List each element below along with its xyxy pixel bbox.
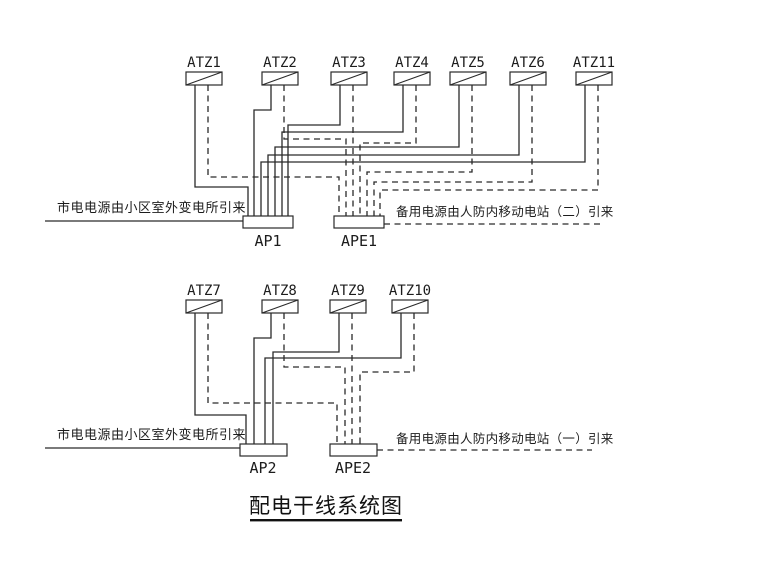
top-diagram: ATZ1 ATZ2 ATZ3 ATZ4 ATZ5 ATZ6 <box>45 55 615 250</box>
feeder-atz9: ATZ9 <box>329 283 367 314</box>
feeder-label: ATZ4 <box>395 55 429 71</box>
panel-ap1: AP1 <box>242 215 294 250</box>
wire-emergency-atz1 <box>207 85 340 216</box>
switch-diagonal <box>185 299 223 314</box>
bottom-diagram: ATZ7 ATZ8 ATZ9 ATZ10 AP2 APE2 <box>45 283 614 477</box>
feeder-label: ATZ5 <box>451 55 485 71</box>
emergency-source-text: 备用电源由人防内移动电站（一）引来 <box>396 431 614 446</box>
feeder-label: ATZ9 <box>331 283 365 299</box>
wire-mains-atz8 <box>253 313 272 444</box>
title-text: 配电干线系统图 <box>249 495 403 518</box>
panel-label: APE1 <box>341 232 377 250</box>
wire-emergency-atz2 <box>283 85 347 216</box>
feeder-label: ATZ3 <box>332 55 366 71</box>
switch-diagonal <box>449 71 487 86</box>
wire-emergency-atz7 <box>207 313 338 444</box>
wire-emergency-atz8 <box>283 313 346 444</box>
feeder-atz1: ATZ1 <box>185 55 223 86</box>
wire-emergency-atz5 <box>366 85 473 216</box>
feeder-atz5: ATZ5 <box>449 55 487 86</box>
drawing-title: 配电干线系统图 <box>249 495 403 522</box>
mains-source-bottom: 市电电源由小区室外变电所引来 <box>45 427 246 449</box>
panel-label: AP2 <box>249 459 276 477</box>
wire-emergency-atz4 <box>359 85 417 216</box>
panel-label: AP1 <box>254 232 281 250</box>
wire-emergency-atz10 <box>359 313 415 444</box>
emergency-source-text: 备用电源由人防内移动电站（二）引来 <box>396 204 614 219</box>
mains-source-text: 市电电源由小区室外变电所引来 <box>57 200 246 215</box>
mains-source-text: 市电电源由小区室外变电所引来 <box>57 427 246 442</box>
panel-ap2: AP2 <box>239 443 288 477</box>
feeder-label: ATZ10 <box>389 283 431 299</box>
switch-diagonal <box>509 71 547 86</box>
bus-box <box>333 215 385 229</box>
wire-mains-atz2 <box>253 85 272 216</box>
wire-emergency-atz11 <box>379 85 599 216</box>
feeder-label: ATZ2 <box>263 55 297 71</box>
feeder-label: ATZ8 <box>263 283 297 299</box>
wire-mains-atz10 <box>264 313 402 444</box>
feeder-atz10: ATZ10 <box>389 283 431 314</box>
wire-mains-atz9 <box>272 313 340 444</box>
wire-mains-atz4 <box>281 85 404 216</box>
wire-mains-atz6 <box>267 85 520 216</box>
switch-diagonal <box>329 299 367 314</box>
feeder-label: ATZ7 <box>187 283 221 299</box>
emergency-source-top: 备用电源由人防内移动电站（二）引来 <box>384 204 614 225</box>
switch-diagonal <box>185 71 223 86</box>
panel-label: APE2 <box>335 459 371 477</box>
feeder-atz4: ATZ4 <box>393 55 431 86</box>
feeder-atz3: ATZ3 <box>330 55 368 86</box>
feeder-label: ATZ11 <box>573 55 615 71</box>
wire-mains-atz7 <box>194 313 247 444</box>
feeder-atz11: ATZ11 <box>573 55 615 86</box>
feeder-atz8: ATZ8 <box>261 283 299 314</box>
bus-box <box>242 215 294 229</box>
switch-diagonal <box>575 71 613 86</box>
mains-source-top: 市电电源由小区室外变电所引来 <box>45 200 246 222</box>
feeder-atz6: ATZ6 <box>509 55 547 86</box>
wire-emergency-atz6 <box>373 85 533 216</box>
title-underline <box>250 519 402 522</box>
emergency-source-bottom: 备用电源由人防内移动电站（一）引来 <box>377 431 614 451</box>
feeder-label: ATZ1 <box>187 55 221 71</box>
switch-diagonal <box>261 299 299 314</box>
wire-mains-atz3 <box>287 85 341 216</box>
wire-mains-atz5 <box>274 85 460 216</box>
bus-box <box>329 443 378 457</box>
switch-diagonal <box>391 299 429 314</box>
bus-box <box>239 443 288 457</box>
wire-mains-atz1 <box>194 85 249 216</box>
feeder-atz2: ATZ2 <box>261 55 299 86</box>
switch-diagonal <box>393 71 431 86</box>
wire-mains-atz11 <box>260 85 586 216</box>
switch-diagonal <box>261 71 299 86</box>
switch-diagonal <box>330 71 368 86</box>
feeder-atz7: ATZ7 <box>185 283 223 314</box>
panel-ape1: APE1 <box>333 215 385 250</box>
feeder-label: ATZ6 <box>511 55 545 71</box>
panel-ape2: APE2 <box>329 443 378 477</box>
